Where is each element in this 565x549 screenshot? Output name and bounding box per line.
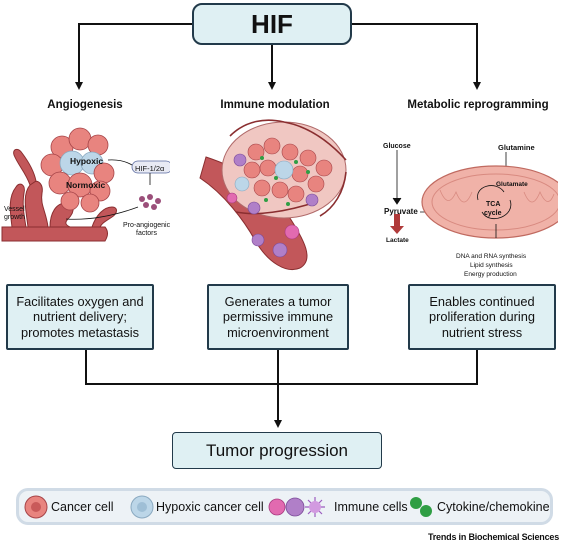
label-tca: TCA — [486, 201, 501, 208]
description-immune-modulation: Generates a tumor permissive immune micr… — [207, 284, 349, 350]
cancer-cell-icon — [24, 495, 48, 519]
tumor-progression-label: Tumor progression — [205, 440, 349, 460]
label-pyruvate: Pyruvate — [384, 207, 418, 216]
legend-cancer-cell: Cancer cell — [51, 500, 114, 514]
description-metabolic-reprogramming: Enables continued proliferation during n… — [408, 284, 556, 350]
column-title-immune-modulation: Immune modulation — [220, 99, 330, 111]
cytokine-icon — [410, 497, 432, 517]
column-title-angiogenesis: Angiogenesis — [47, 99, 123, 111]
hypoxic-cancer-cell-icon — [130, 495, 154, 519]
footer-credit: Trends in Biochemical Sciences — [427, 532, 559, 542]
description-angiogenesis: Facilitates oxygen and nutrient delivery… — [6, 284, 154, 350]
arrow-to-angiogenesis — [75, 23, 192, 90]
legend: Cancer cell Hypoxic cancer cell Immune c… — [16, 488, 553, 525]
label-hypoxic: Hypoxic — [70, 156, 104, 166]
legend-immune-cells: Immune cells — [334, 500, 408, 514]
description-angiogenesis-text: Facilitates oxygen and nutrient delivery… — [16, 293, 144, 340]
immune-modulation-illustration — [199, 119, 347, 270]
label-vessel: Vessel — [4, 206, 25, 213]
column-title-metabolic-reprogramming: Metabolic reprogramming — [407, 99, 549, 111]
immune-cells-icon — [268, 497, 325, 517]
label-normoxic: Normoxic — [66, 180, 106, 190]
label-glutamate: Glutamate — [496, 181, 528, 188]
legend-cytokine-chemokine: Cytokine/chemokine — [437, 500, 550, 514]
label-pro-angiogenic: Pro-angiogenic — [123, 222, 171, 229]
description-metabolic-reprogramming-text: Enables continued proliferation during n… — [429, 293, 535, 340]
label-factors: factors — [136, 230, 158, 237]
arrow-to-metabolic — [352, 23, 481, 90]
merge-lines — [85, 350, 478, 385]
label-glutamine: Glutamine — [498, 143, 535, 152]
label-cycle: cycle — [484, 210, 502, 217]
label-lactate: Lactate — [386, 237, 409, 244]
label-dna-rna-synthesis: DNA and RNA synthesis — [456, 253, 527, 260]
hif-title: HIF — [251, 8, 293, 39]
angiogenesis-illustration — [1, 127, 170, 242]
description-immune-modulation-text: Generates a tumor permissive immune micr… — [222, 293, 334, 340]
metabolic-reprogramming-illustration — [390, 150, 558, 239]
label-glucose: Glucose — [383, 143, 411, 150]
label-hif-1-2a: HIF-1/2α — [135, 164, 165, 173]
hif-title-box: HIF — [192, 3, 352, 45]
legend-hypoxic-cancer-cell: Hypoxic cancer cell — [156, 500, 264, 514]
label-energy-production: Energy production — [464, 271, 517, 278]
label-lipid-synthesis: Lipid synthesis — [470, 262, 513, 269]
label-growth: growth — [4, 214, 26, 221]
tumor-progression-box: Tumor progression — [172, 432, 382, 469]
